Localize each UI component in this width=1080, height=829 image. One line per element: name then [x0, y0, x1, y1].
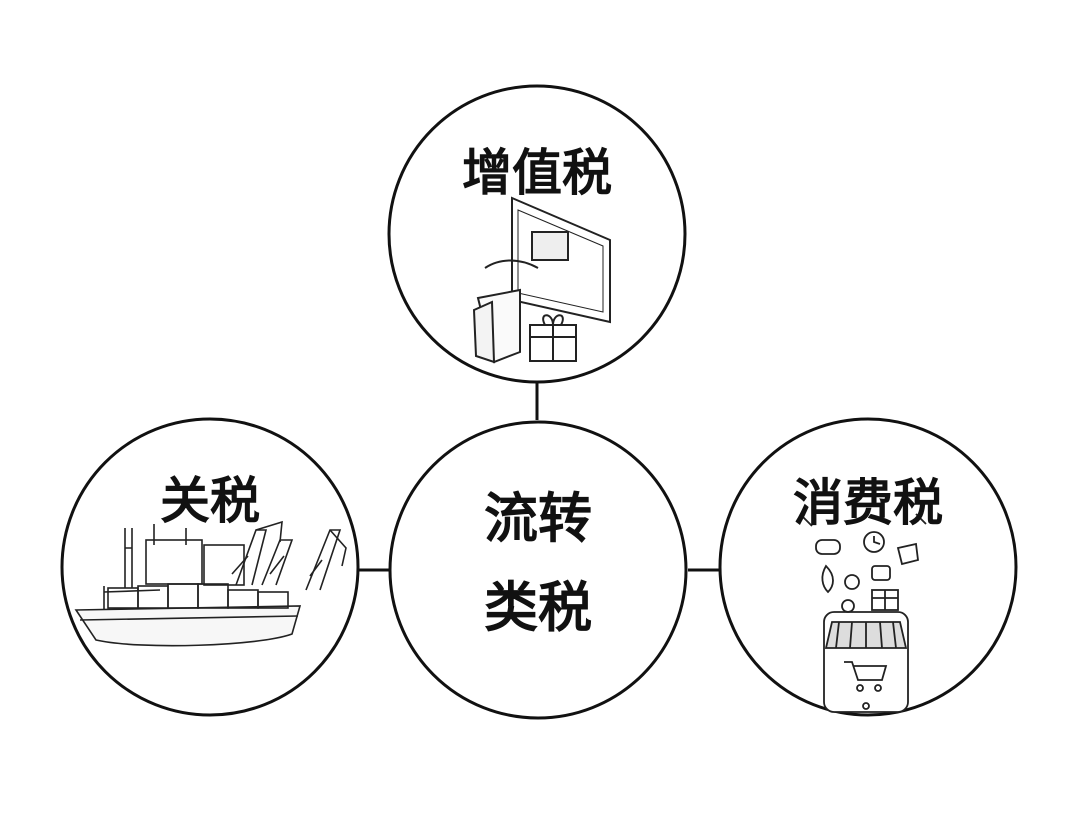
node-vat-label: 增值税	[462, 144, 612, 202]
node-consumption-label: 消费税	[793, 474, 943, 532]
node-consumption-circle	[718, 417, 1018, 717]
node-turnover-circle	[388, 420, 688, 720]
node-customs-label: 关税	[160, 472, 260, 530]
cargo-ship-port-icon	[74, 520, 347, 647]
node-vat: 增值税	[387, 84, 687, 384]
online-shopping-monitor-icon	[472, 196, 611, 364]
node-turnover-label-line2: 类税	[484, 576, 592, 639]
node-customs: 关税	[60, 417, 360, 717]
node-customs-circle	[60, 417, 360, 717]
node-turnover: 流转 类税	[388, 420, 688, 720]
node-turnover-label-line1: 流转	[484, 487, 592, 550]
mobile-shop-icon	[799, 513, 927, 713]
node-consumption: 消费税	[718, 417, 1018, 717]
